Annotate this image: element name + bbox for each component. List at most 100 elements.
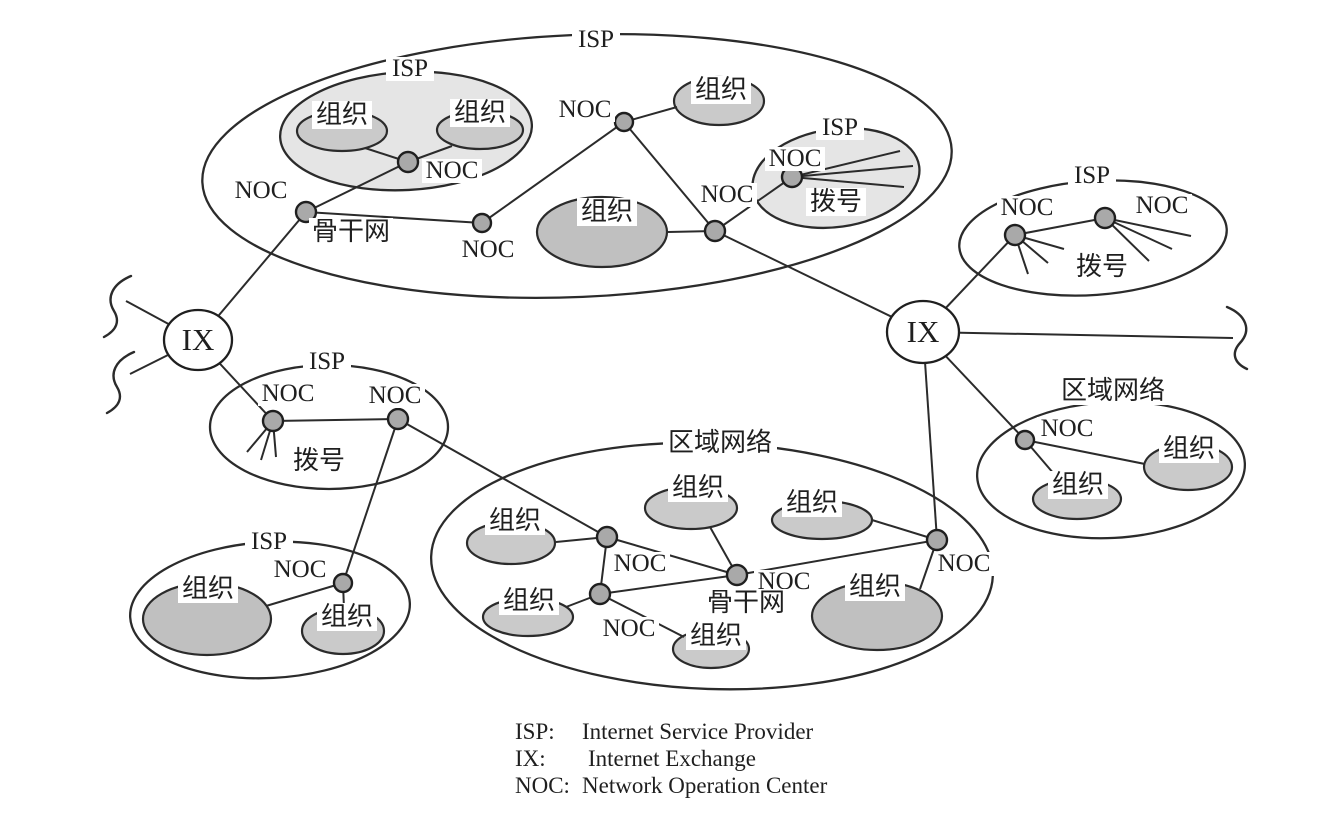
noc-node — [471, 212, 493, 234]
svg-text:区域网络: 区域网络 — [668, 428, 772, 457]
label-regional-center: 区域网络 — [663, 428, 777, 457]
svg-text:区域网络: 区域网络 — [1061, 376, 1165, 405]
link-line — [871, 519, 938, 541]
label-org: 组织 — [577, 197, 637, 226]
svg-text:组织: 组织 — [316, 100, 368, 129]
link-line — [599, 593, 685, 638]
svg-text:拨号: 拨号 — [1076, 252, 1128, 281]
link-line — [305, 211, 483, 224]
label-isp-dialup-top: ISP — [816, 114, 864, 141]
svg-text:NOC: NOC — [701, 181, 754, 208]
ix-label: IX — [907, 314, 940, 349]
svg-text:组织: 组织 — [489, 506, 541, 535]
label-noc: NOC — [555, 96, 615, 123]
ix-node-right: IX — [885, 299, 961, 365]
noc-node — [925, 528, 949, 552]
svg-text:NOC: NOC — [559, 96, 612, 123]
svg-text:组织: 组织 — [321, 602, 373, 631]
svg-text:骨干网: 骨干网 — [707, 588, 785, 617]
label-noc: NOC — [697, 181, 757, 208]
diagram-labels: ISP ISP 组织 组织 NOC NOC 骨干网 NOC NOC 组织 ISP… — [178, 26, 1219, 650]
label-org: 组织 — [668, 473, 728, 502]
noc-node — [595, 525, 619, 549]
label-org: 组织 — [499, 586, 559, 615]
svg-text:NOC: NOC — [1041, 415, 1094, 442]
label-regional-right: 区域网络 — [1056, 376, 1170, 405]
label-noc: NOC — [1132, 192, 1192, 219]
label-org: 组织 — [317, 602, 377, 631]
svg-text:组织: 组织 — [581, 197, 633, 226]
svg-text:NOC: NOC — [614, 550, 667, 577]
ix-node-left: IX — [162, 308, 234, 372]
link-line — [599, 574, 738, 595]
legend: ISP: Internet Service Provider IX: Inter… — [515, 719, 828, 798]
noc-node — [294, 200, 318, 224]
noc-node — [396, 150, 420, 174]
link-line — [272, 418, 399, 422]
label-isp-bottomleft: ISP — [245, 528, 293, 555]
ix-circle — [885, 299, 961, 365]
label-isp-midleft: ISP — [303, 348, 351, 375]
label-noc: NOC — [258, 380, 318, 407]
label-noc: NOC — [270, 556, 330, 583]
label-noc: NOC — [422, 157, 482, 184]
label-dialup: 拨号 — [806, 187, 866, 216]
noc-node — [725, 563, 749, 587]
link-line — [714, 230, 924, 333]
noc-node — [1014, 429, 1036, 451]
ix-circle — [162, 308, 234, 372]
svg-text:NOC: NOC — [1136, 192, 1189, 219]
label-isp-inner-topleft: ISP — [386, 55, 434, 82]
label-org: 组织 — [686, 621, 746, 650]
svg-text:NOC: NOC — [369, 382, 422, 409]
label-noc: NOC — [765, 145, 825, 172]
svg-text:骨干网: 骨干网 — [312, 217, 390, 246]
svg-text:NOC: NOC — [1001, 194, 1054, 221]
svg-text:组织: 组织 — [182, 574, 234, 603]
label-isp-top: ISP — [572, 26, 620, 53]
noc-node — [332, 572, 354, 594]
svg-text:组织: 组织 — [695, 75, 747, 104]
link-line — [397, 418, 608, 538]
label-dialup: 拨号 — [1072, 252, 1132, 281]
link-line — [1014, 217, 1106, 236]
svg-text:NOC: NOC — [769, 145, 822, 172]
link-line — [606, 536, 738, 576]
dialup-fan-line — [791, 165, 914, 178]
svg-text:组织: 组织 — [1052, 470, 1104, 499]
label-noc: NOC — [599, 615, 659, 642]
label-noc: NOC — [231, 177, 291, 204]
legend-definition: Internet Exchange — [588, 746, 756, 771]
svg-text:ISP: ISP — [251, 528, 287, 555]
break-bracket-right — [1225, 305, 1249, 371]
svg-text:拨号: 拨号 — [293, 446, 345, 475]
label-org: 组织 — [1159, 434, 1219, 463]
label-noc: NOC — [458, 236, 518, 263]
svg-text:组织: 组织 — [503, 586, 555, 615]
right-isp-ellipse — [958, 179, 1228, 297]
svg-text:NOC: NOC — [603, 615, 656, 642]
svg-text:组织: 组织 — [690, 621, 742, 650]
link-line — [1024, 439, 1146, 465]
legend-abbr: IX: — [515, 746, 546, 771]
svg-text:ISP: ISP — [309, 348, 345, 375]
legend-definition: Internet Service Provider — [582, 719, 814, 744]
label-org: 组织 — [178, 574, 238, 603]
svg-text:ISP: ISP — [392, 55, 428, 82]
dialup-fan-line — [791, 150, 901, 178]
svg-text:NOC: NOC — [262, 380, 315, 407]
link-line — [305, 161, 409, 213]
label-noc: NOC — [1037, 415, 1097, 442]
dialup-fan-line — [791, 176, 905, 188]
noc-node — [588, 582, 612, 606]
legend-abbr: NOC: — [515, 773, 570, 798]
label-backbone: 骨干网 — [309, 217, 393, 246]
link-line — [922, 331, 1234, 339]
ix-label: IX — [182, 322, 215, 357]
noc-node — [1003, 223, 1027, 247]
svg-text:ISP: ISP — [578, 26, 614, 53]
dialup-fan-line — [1104, 217, 1192, 237]
svg-text:组织: 组织 — [786, 488, 838, 517]
